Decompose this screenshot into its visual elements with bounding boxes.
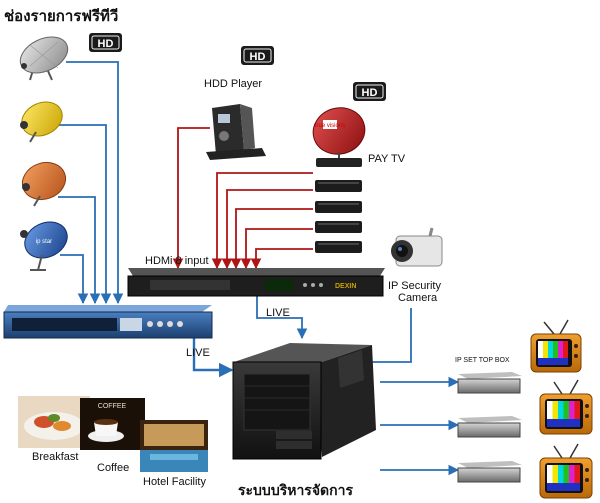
svg-text:COFFEE: COFFEE xyxy=(98,403,127,410)
hotel-facility-label: Hotel Facility xyxy=(143,476,206,488)
retro-tv-2 xyxy=(539,379,593,435)
hd-badge-2: HD xyxy=(241,46,274,65)
ip-camera-device xyxy=(391,227,443,267)
pay-tv-receivers xyxy=(315,180,362,253)
svg-text:DEXIN: DEXIN xyxy=(335,283,356,290)
ip-set-top-box-label: IP SET TOP BOX xyxy=(455,357,510,364)
hdmi-encoder-device: DEXIN xyxy=(127,268,385,297)
coffee-label: Coffee xyxy=(97,462,130,474)
live-label-hdmi: LIVE xyxy=(266,307,290,319)
promo-hotel-facility-photo xyxy=(140,420,208,472)
diagram-title: ช่องรายการฟรีทีวี xyxy=(4,8,119,25)
ip-camera-label-line1: IP Security xyxy=(388,280,441,292)
ip-set-top-box-3 xyxy=(457,461,522,483)
red-wires-hdmi xyxy=(172,127,313,270)
svg-text:HD: HD xyxy=(362,87,378,99)
hdmi-encoder-to-server-wire xyxy=(256,296,308,340)
camera-to-server-wire xyxy=(360,308,412,368)
management-system-label: ระบบบริหารจัดการ xyxy=(238,482,353,498)
encoder-to-server-wire xyxy=(192,337,234,378)
satellite-dish-2 xyxy=(20,101,63,143)
dish-logo-ipstar: ip star xyxy=(36,239,52,245)
svg-text:HD: HD xyxy=(250,51,266,63)
pay-tv-label: PAY TV xyxy=(368,153,406,165)
ip-camera-label-line2: Camera xyxy=(398,292,438,304)
rack-encoder-device xyxy=(3,305,213,339)
hd-badge-3: HD xyxy=(353,82,386,101)
breakfast-label: Breakfast xyxy=(32,451,79,463)
retro-tv-3 xyxy=(539,443,593,499)
svg-text:true visions: true visions xyxy=(315,123,345,129)
retro-tv-1 xyxy=(530,319,582,373)
live-label-encoder: LIVE xyxy=(186,347,210,359)
promo-coffee-photo: COFFEE xyxy=(80,398,145,450)
svg-text:HD: HD xyxy=(98,38,114,50)
server-to-stb-wires xyxy=(380,376,460,476)
satellite-dish-1 xyxy=(19,36,69,81)
hd-badge-1: HD xyxy=(89,33,122,52)
hdmi-input-label: HDMi 8 input xyxy=(145,255,209,267)
ip-set-top-box-2 xyxy=(457,416,522,438)
blue-wires-dishes xyxy=(58,61,124,305)
pay-tv-dish: true visions xyxy=(312,107,366,167)
ip-set-top-box-1 xyxy=(457,372,522,394)
promo-breakfast-photo xyxy=(18,396,90,448)
satellite-dish-4 xyxy=(20,221,68,271)
hdd-player-label: HDD Player xyxy=(204,78,263,90)
hdd-player-device xyxy=(206,104,266,160)
management-server xyxy=(232,343,376,460)
satellite-dish-3 xyxy=(21,161,67,207)
